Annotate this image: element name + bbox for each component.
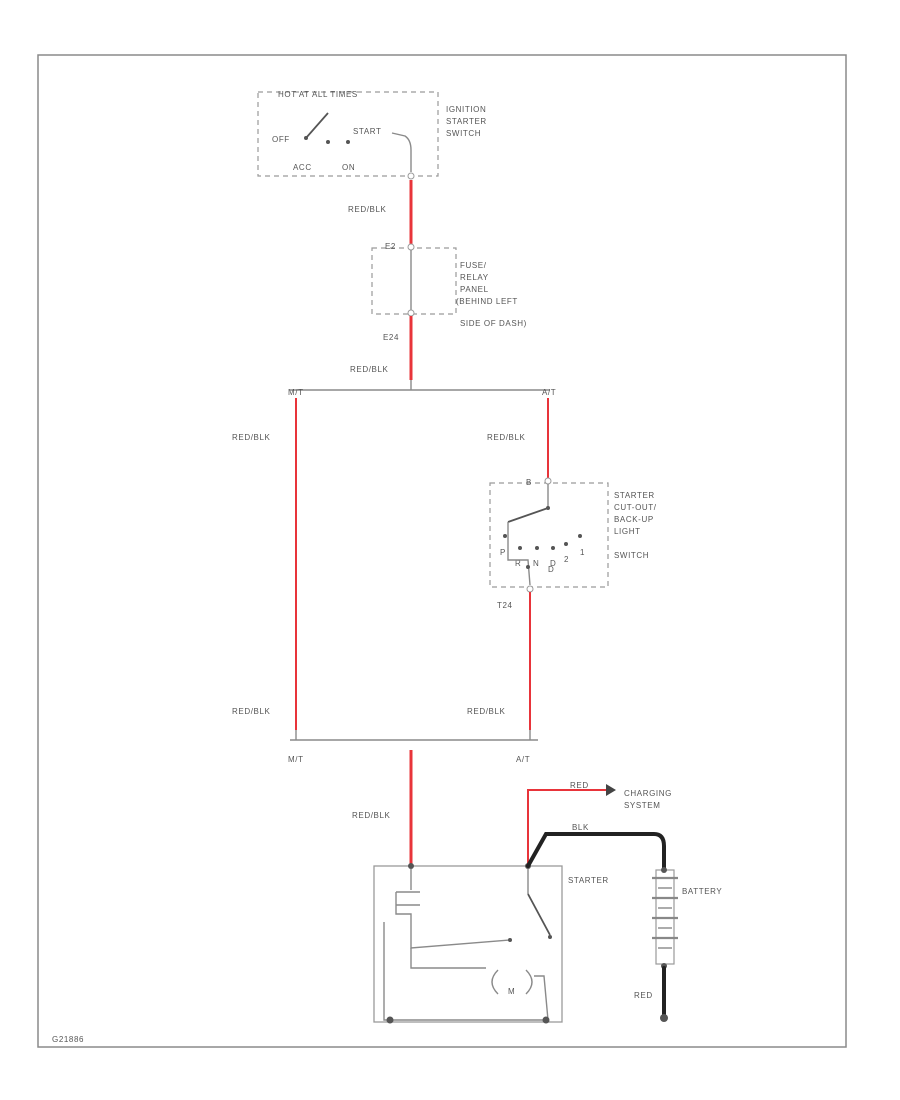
- acc-position-label: ACC: [293, 163, 312, 172]
- fuse-panel-name-3: PANEL: [460, 285, 489, 294]
- motor-symbol: [491, 969, 533, 995]
- fuse-panel-name-4: (BEHIND LEFT: [456, 297, 518, 306]
- cutout-connector-top: [544, 477, 552, 485]
- starter-main-blade: [527, 893, 551, 936]
- fuse-relay-panel: E2 E24 FUSE/ RELAY PANEL (BEHIND LEFT SI…: [371, 242, 527, 342]
- motor-wire: [410, 948, 549, 1021]
- battery-label: BATTERY: [682, 887, 722, 896]
- ignition-switch: HOT AT ALL TIMES IGNITION STARTER SWITCH…: [257, 90, 487, 180]
- wire-label-battery-neg: RED: [634, 991, 653, 1000]
- wire-label-ign-to-fuse: RED/BLK: [348, 205, 386, 214]
- fuse-panel-name-5: SIDE OF DASH): [460, 319, 527, 328]
- cutout-output-link: [507, 522, 531, 586]
- wire-label-mt-upper: RED/BLK: [232, 433, 270, 442]
- cutout-connector: T24: [497, 601, 513, 610]
- wire-battery-positive: [526, 832, 666, 872]
- fuse-connector-top: [407, 243, 415, 251]
- charging-arrow: [606, 784, 616, 796]
- wire-label-at-upper: RED/BLK: [487, 433, 525, 442]
- charging-system-2: SYSTEM: [624, 801, 661, 810]
- start-position-label: START: [353, 127, 381, 136]
- wire-label-charging: RED: [570, 781, 589, 790]
- wire-label-to-starter: RED/BLK: [352, 811, 390, 820]
- wire-label-battery-pos: BLK: [572, 823, 589, 832]
- starter-cutout-switch: B D T24 STARTER CUT-OUT/ BACK-UP LIGHT S…: [489, 477, 657, 610]
- fuse-panel-name-1: FUSE/: [460, 261, 487, 270]
- cutout-switch-blade: [507, 507, 549, 523]
- ignition-switch-blade: [305, 112, 329, 139]
- fuse-terminal-top: E2: [385, 242, 396, 251]
- starter: STARTER M: [373, 863, 609, 1024]
- cutout-name-5: SWITCH: [614, 551, 649, 560]
- motor-label: M: [508, 987, 515, 996]
- diagram-id: G21886: [52, 1035, 84, 1044]
- cutout-name-4: LIGHT: [614, 527, 641, 536]
- starter-label: STARTER: [568, 876, 609, 885]
- solenoid-contact: [508, 938, 512, 942]
- starter-ground-right: [542, 1016, 550, 1024]
- cutout-pos-d: D: [550, 559, 556, 568]
- starter-box: [373, 865, 563, 1023]
- ignition-switch-name-2: STARTER: [446, 117, 487, 126]
- diagram-frame: [37, 54, 847, 1048]
- cutout-blade-pivot: [546, 506, 550, 510]
- wire-label-mt-lower: RED/BLK: [232, 707, 270, 716]
- cutout-name-3: BACK-UP: [614, 515, 654, 524]
- starter-ground-left: [386, 1016, 394, 1024]
- ignition-contact: [326, 140, 330, 144]
- starter-ground-path: [383, 922, 548, 1021]
- fuse-connector-bottom: [407, 309, 415, 317]
- cutout-connector-bottom: [526, 585, 534, 593]
- starter-terminal-s: [408, 863, 414, 869]
- charging-system-1: CHARGING: [624, 789, 672, 798]
- cutout-contact-r: [518, 546, 522, 550]
- ignition-switch-box: [257, 91, 439, 177]
- on-position-label: ON: [342, 163, 355, 172]
- at-bottom-label: A/T: [516, 755, 530, 764]
- mt-top-label: M/T: [288, 388, 304, 397]
- cutout-contact-common: [526, 565, 530, 569]
- cutout-contact-n: [535, 546, 539, 550]
- cutout-name-2: CUT-OUT/: [614, 503, 657, 512]
- at-top-label: A/T: [542, 388, 556, 397]
- battery-terminal-pos: [661, 867, 667, 873]
- ignition-connector: [407, 172, 415, 180]
- cutout-pos-p: P: [500, 548, 506, 557]
- cutout-contact-d: [551, 546, 555, 550]
- cutout-contact-p: [503, 534, 507, 538]
- cutout-contact-1: [578, 534, 582, 538]
- fuse-label: HOT AT ALL TIMES: [278, 90, 358, 99]
- wire-label-fuse-to-split: RED/BLK: [350, 365, 388, 374]
- mt-bottom-label: M/T: [288, 755, 304, 764]
- cutout-pos-2: 2: [564, 555, 569, 564]
- ignition-output-wire: [391, 132, 412, 172]
- cutout-name-1: STARTER: [614, 491, 655, 500]
- ignition-switch-name-1: IGNITION: [446, 105, 486, 114]
- ignition-switch-name-3: SWITCH: [446, 129, 481, 138]
- solenoid-coil: [395, 869, 511, 949]
- battery-ground: [660, 1014, 668, 1022]
- cutout-contact-2: [564, 542, 568, 546]
- battery: BATTERY: [652, 867, 722, 969]
- fuse-panel-name-2: RELAY: [460, 273, 489, 282]
- cutout-terminal-top: B: [526, 478, 532, 487]
- solenoid-winding: [396, 891, 420, 906]
- cutout-pos-1: 1: [580, 548, 585, 557]
- cutout-terminal-bottom: D: [548, 565, 554, 574]
- wire-label-at-lower: RED/BLK: [467, 707, 505, 716]
- off-position-label: OFF: [272, 135, 290, 144]
- starter-main-contact: [548, 935, 552, 939]
- cutout-pos-n: N: [533, 559, 539, 568]
- wire-charging: [527, 789, 608, 866]
- fuse-terminal-bottom: E24: [383, 333, 399, 342]
- cutout-pos-r: R: [515, 559, 521, 568]
- fuse-relay-panel-box: [371, 247, 457, 315]
- ignition-contact: [346, 140, 350, 144]
